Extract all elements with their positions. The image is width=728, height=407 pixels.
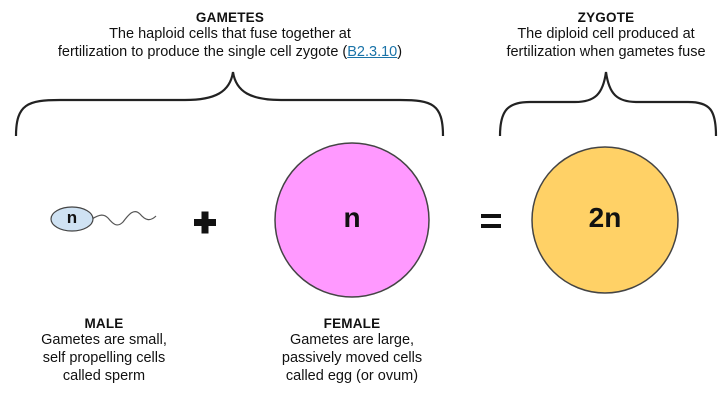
- equals-sign: [481, 214, 501, 228]
- b2310-reference-link[interactable]: B2.3.10: [347, 44, 398, 60]
- gametes-desc-line1: The haploid cells that fuse together at: [109, 26, 351, 42]
- egg-cell: [274, 142, 430, 298]
- sperm-head: [50, 206, 94, 232]
- zygote-title: ZYGOTE: [577, 10, 635, 25]
- male-desc-line2: self propelling cells: [42, 350, 166, 366]
- zygote-cell: [531, 146, 679, 294]
- zygote-desc-line2: fertilization when gametes fuse: [506, 44, 706, 60]
- male-desc-line1: Gametes are small,: [41, 332, 167, 348]
- female-desc-line2: passively moved cells: [281, 350, 423, 366]
- male-title: MALE: [84, 316, 124, 331]
- plus-sign: [194, 211, 216, 234]
- gametes-desc-line2-prefix: fertilization to produce the single cell…: [57, 44, 348, 60]
- female-desc-line1: Gametes are large,: [289, 332, 415, 348]
- gametes-title: GAMETES: [195, 10, 265, 25]
- egg-label: n: [343, 202, 361, 233]
- zygote-desc-line1: The diploid cell produced at: [517, 26, 695, 42]
- male-caption: MALE Gametes are small, self propelling …: [14, 316, 194, 385]
- gametes-desc-line2-suffix: ): [397, 44, 403, 60]
- gametes-desc-line2: fertilization to produce the single cell…: [20, 43, 440, 61]
- zygote-label: 2n: [588, 202, 622, 233]
- female-title: FEMALE: [323, 316, 381, 331]
- female-caption: FEMALE Gametes are large, passively move…: [252, 316, 452, 385]
- sperm-label: n: [66, 208, 78, 227]
- sperm-tail: [91, 210, 157, 226]
- female-desc-line3: called egg (or ovum): [285, 368, 419, 384]
- gametes-brace: [14, 71, 445, 137]
- male-desc-line3: called sperm: [62, 368, 146, 384]
- zygote-brace: [498, 71, 718, 137]
- zygote-header: ZYGOTE The diploid cell produced at fert…: [488, 10, 724, 61]
- gametes-header: GAMETES The haploid cells that fuse toge…: [20, 10, 440, 61]
